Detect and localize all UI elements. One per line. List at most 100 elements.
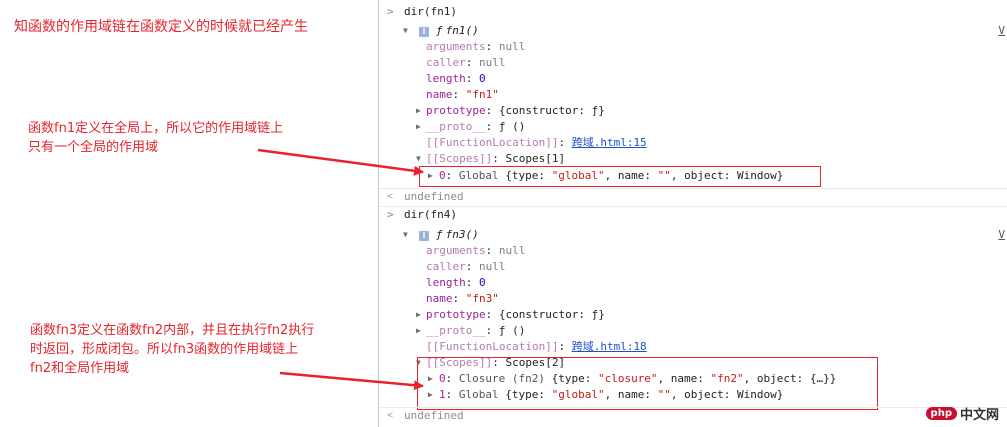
console-result-line: < undefined <box>379 188 1007 204</box>
function-name: fn3() <box>445 228 479 241</box>
prop-key: prototype <box>426 104 486 117</box>
source-link[interactable]: V <box>998 24 1005 37</box>
prop-row: [[FunctionLocation]]: 跨域.html:18 <box>426 340 647 353</box>
scope-name: "" <box>657 388 671 401</box>
prop-row: caller: null <box>426 56 506 69</box>
prop-value: 0 <box>479 276 486 289</box>
prop-key: name <box>426 292 453 305</box>
prop-row-expandable[interactable]: ▶ __proto__: ƒ () <box>416 120 526 133</box>
prop-row: arguments: null <box>426 40 526 53</box>
console-input-line: > dir(fn4) <box>379 206 1007 222</box>
scopes-row[interactable]: ▼ [[Scopes]]: Scopes[1] <box>416 152 566 165</box>
prompt-chevron-icon: > <box>387 208 394 221</box>
prop-value: {constructor: ƒ} <box>498 308 605 321</box>
watermark-text: 中文网 <box>959 408 999 423</box>
prop-row: name: "fn1" <box>426 88 499 101</box>
annotation-fn3: 函数fn3定义在函数fn2内部，并且在执行fn2执行 时返回，形成闭包。所以fn… <box>30 321 380 378</box>
source-link[interactable]: V <box>998 228 1005 241</box>
result-arrow-icon: < <box>387 410 394 421</box>
expand-triangle-right-icon[interactable]: ▶ <box>416 310 421 319</box>
scope-label: Global <box>458 169 499 182</box>
prop-row: arguments: null <box>426 244 526 257</box>
prop-key: prototype <box>426 308 486 321</box>
prop-key: caller <box>426 56 466 69</box>
info-icon[interactable]: i <box>419 227 429 243</box>
console-result: undefined <box>404 409 464 422</box>
prop-key: __proto__ <box>426 120 486 133</box>
prop-value: {constructor: ƒ} <box>498 104 605 117</box>
prop-value: ƒ () <box>498 324 526 337</box>
console-result-line: < undefined <box>379 407 1007 423</box>
scope-entry[interactable]: ▶ 0: Closure (fn2) {type: "closure", nam… <box>428 372 837 385</box>
prop-key: [[Scopes]] <box>426 356 493 369</box>
expand-triangle-down-icon[interactable]: ▼ <box>416 154 421 163</box>
expand-triangle-down-icon[interactable]: ▼ <box>403 230 408 239</box>
prop-key: name <box>426 88 453 101</box>
main-annotation: 知函数的作用域链在函数定义的时候就已经产生 <box>14 19 308 35</box>
prop-row-expandable[interactable]: ▶ prototype: {constructor: ƒ} <box>416 104 605 117</box>
expand-triangle-right-icon[interactable]: ▶ <box>416 122 421 131</box>
console-command: dir(fn4) <box>404 208 457 221</box>
function-location-link[interactable]: 跨域.html:18 <box>571 340 647 353</box>
expand-triangle-down-icon[interactable]: ▼ <box>416 358 421 367</box>
function-location-link[interactable]: 跨域.html:15 <box>571 136 647 149</box>
function-glyph: ƒ <box>436 24 443 37</box>
prop-row-expandable[interactable]: ▶ prototype: {constructor: ƒ} <box>416 308 605 321</box>
console-command: dir(fn1) <box>404 5 457 18</box>
watermark: php 中文网 <box>925 404 999 423</box>
annotation-fn3-line3: fn2和全局作用域 <box>30 361 130 376</box>
watermark-logo: php <box>925 407 957 420</box>
prop-value: null <box>479 260 506 273</box>
annotation-fn1-line1: 函数fn1定义在全局上，所以它的作用域链上 <box>28 121 284 136</box>
prop-key: [[FunctionLocation]] <box>426 340 559 353</box>
scope-index: 1 <box>439 388 446 401</box>
prompt-chevron-icon: > <box>387 5 394 18</box>
scope-type: "global" <box>551 388 605 401</box>
scope-index: 0 <box>439 372 446 385</box>
scope-detail: {type: <box>505 169 552 182</box>
scope-entry[interactable]: ▶ 0: Global {type: "global", name: "", o… <box>428 169 784 182</box>
prop-value: null <box>479 56 506 69</box>
prop-row: length: 0 <box>426 276 486 289</box>
scope-label: Closure (fn2) <box>458 372 545 385</box>
console-result: undefined <box>404 190 464 203</box>
scopes-row[interactable]: ▼ [[Scopes]]: Scopes[2] <box>416 356 566 369</box>
prop-row-expandable[interactable]: ▶ __proto__: ƒ () <box>416 324 526 337</box>
annotation-fn3-line1: 函数fn3定义在函数fn2内部，并且在执行fn2执行 <box>30 323 315 338</box>
prop-value: null <box>498 244 526 257</box>
info-icon[interactable]: i <box>419 23 429 39</box>
prop-row: caller: null <box>426 260 506 273</box>
scope-detail: , object: Window} <box>670 169 784 182</box>
pane-divider <box>378 0 379 427</box>
expand-triangle-right-icon[interactable]: ▶ <box>428 390 433 399</box>
expand-triangle-right-icon[interactable]: ▶ <box>416 326 421 335</box>
scope-detail: , name: <box>604 388 658 401</box>
scope-entry[interactable]: ▶ 1: Global {type: "global", name: "", o… <box>428 388 784 401</box>
scope-detail: , object: Window} <box>670 388 784 401</box>
prop-row: name: "fn3" <box>426 292 499 305</box>
prop-key: [[Scopes]] <box>426 152 493 165</box>
highlight-box <box>419 166 821 187</box>
prop-key: __proto__ <box>426 324 486 337</box>
function-glyph: ƒ <box>436 228 443 241</box>
prop-key: caller <box>426 260 466 273</box>
expand-triangle-right-icon[interactable]: ▶ <box>416 106 421 115</box>
prop-value: null <box>498 40 526 53</box>
scope-detail: , object: {…}} <box>743 372 837 385</box>
scope-type: "global" <box>551 169 605 182</box>
prop-value: "fn3" <box>465 292 499 305</box>
function-name: fn1() <box>445 24 479 37</box>
scope-detail: {type: <box>551 372 598 385</box>
prop-value: Scopes[2] <box>505 356 566 369</box>
expand-triangle-right-icon[interactable]: ▶ <box>428 374 433 383</box>
scope-type: "closure" <box>597 372 658 385</box>
annotation-fn3-line2: 时返回，形成闭包。所以fn3函数的作用域链上 <box>30 342 299 357</box>
annotation-fn1: 函数fn1定义在全局上，所以它的作用域链上 只有一个全局的作用域 <box>28 119 358 157</box>
prop-key: [[FunctionLocation]] <box>426 136 559 149</box>
expand-triangle-right-icon[interactable]: ▶ <box>428 171 433 180</box>
prop-key: length <box>426 276 466 289</box>
expand-triangle-down-icon[interactable]: ▼ <box>403 26 408 35</box>
